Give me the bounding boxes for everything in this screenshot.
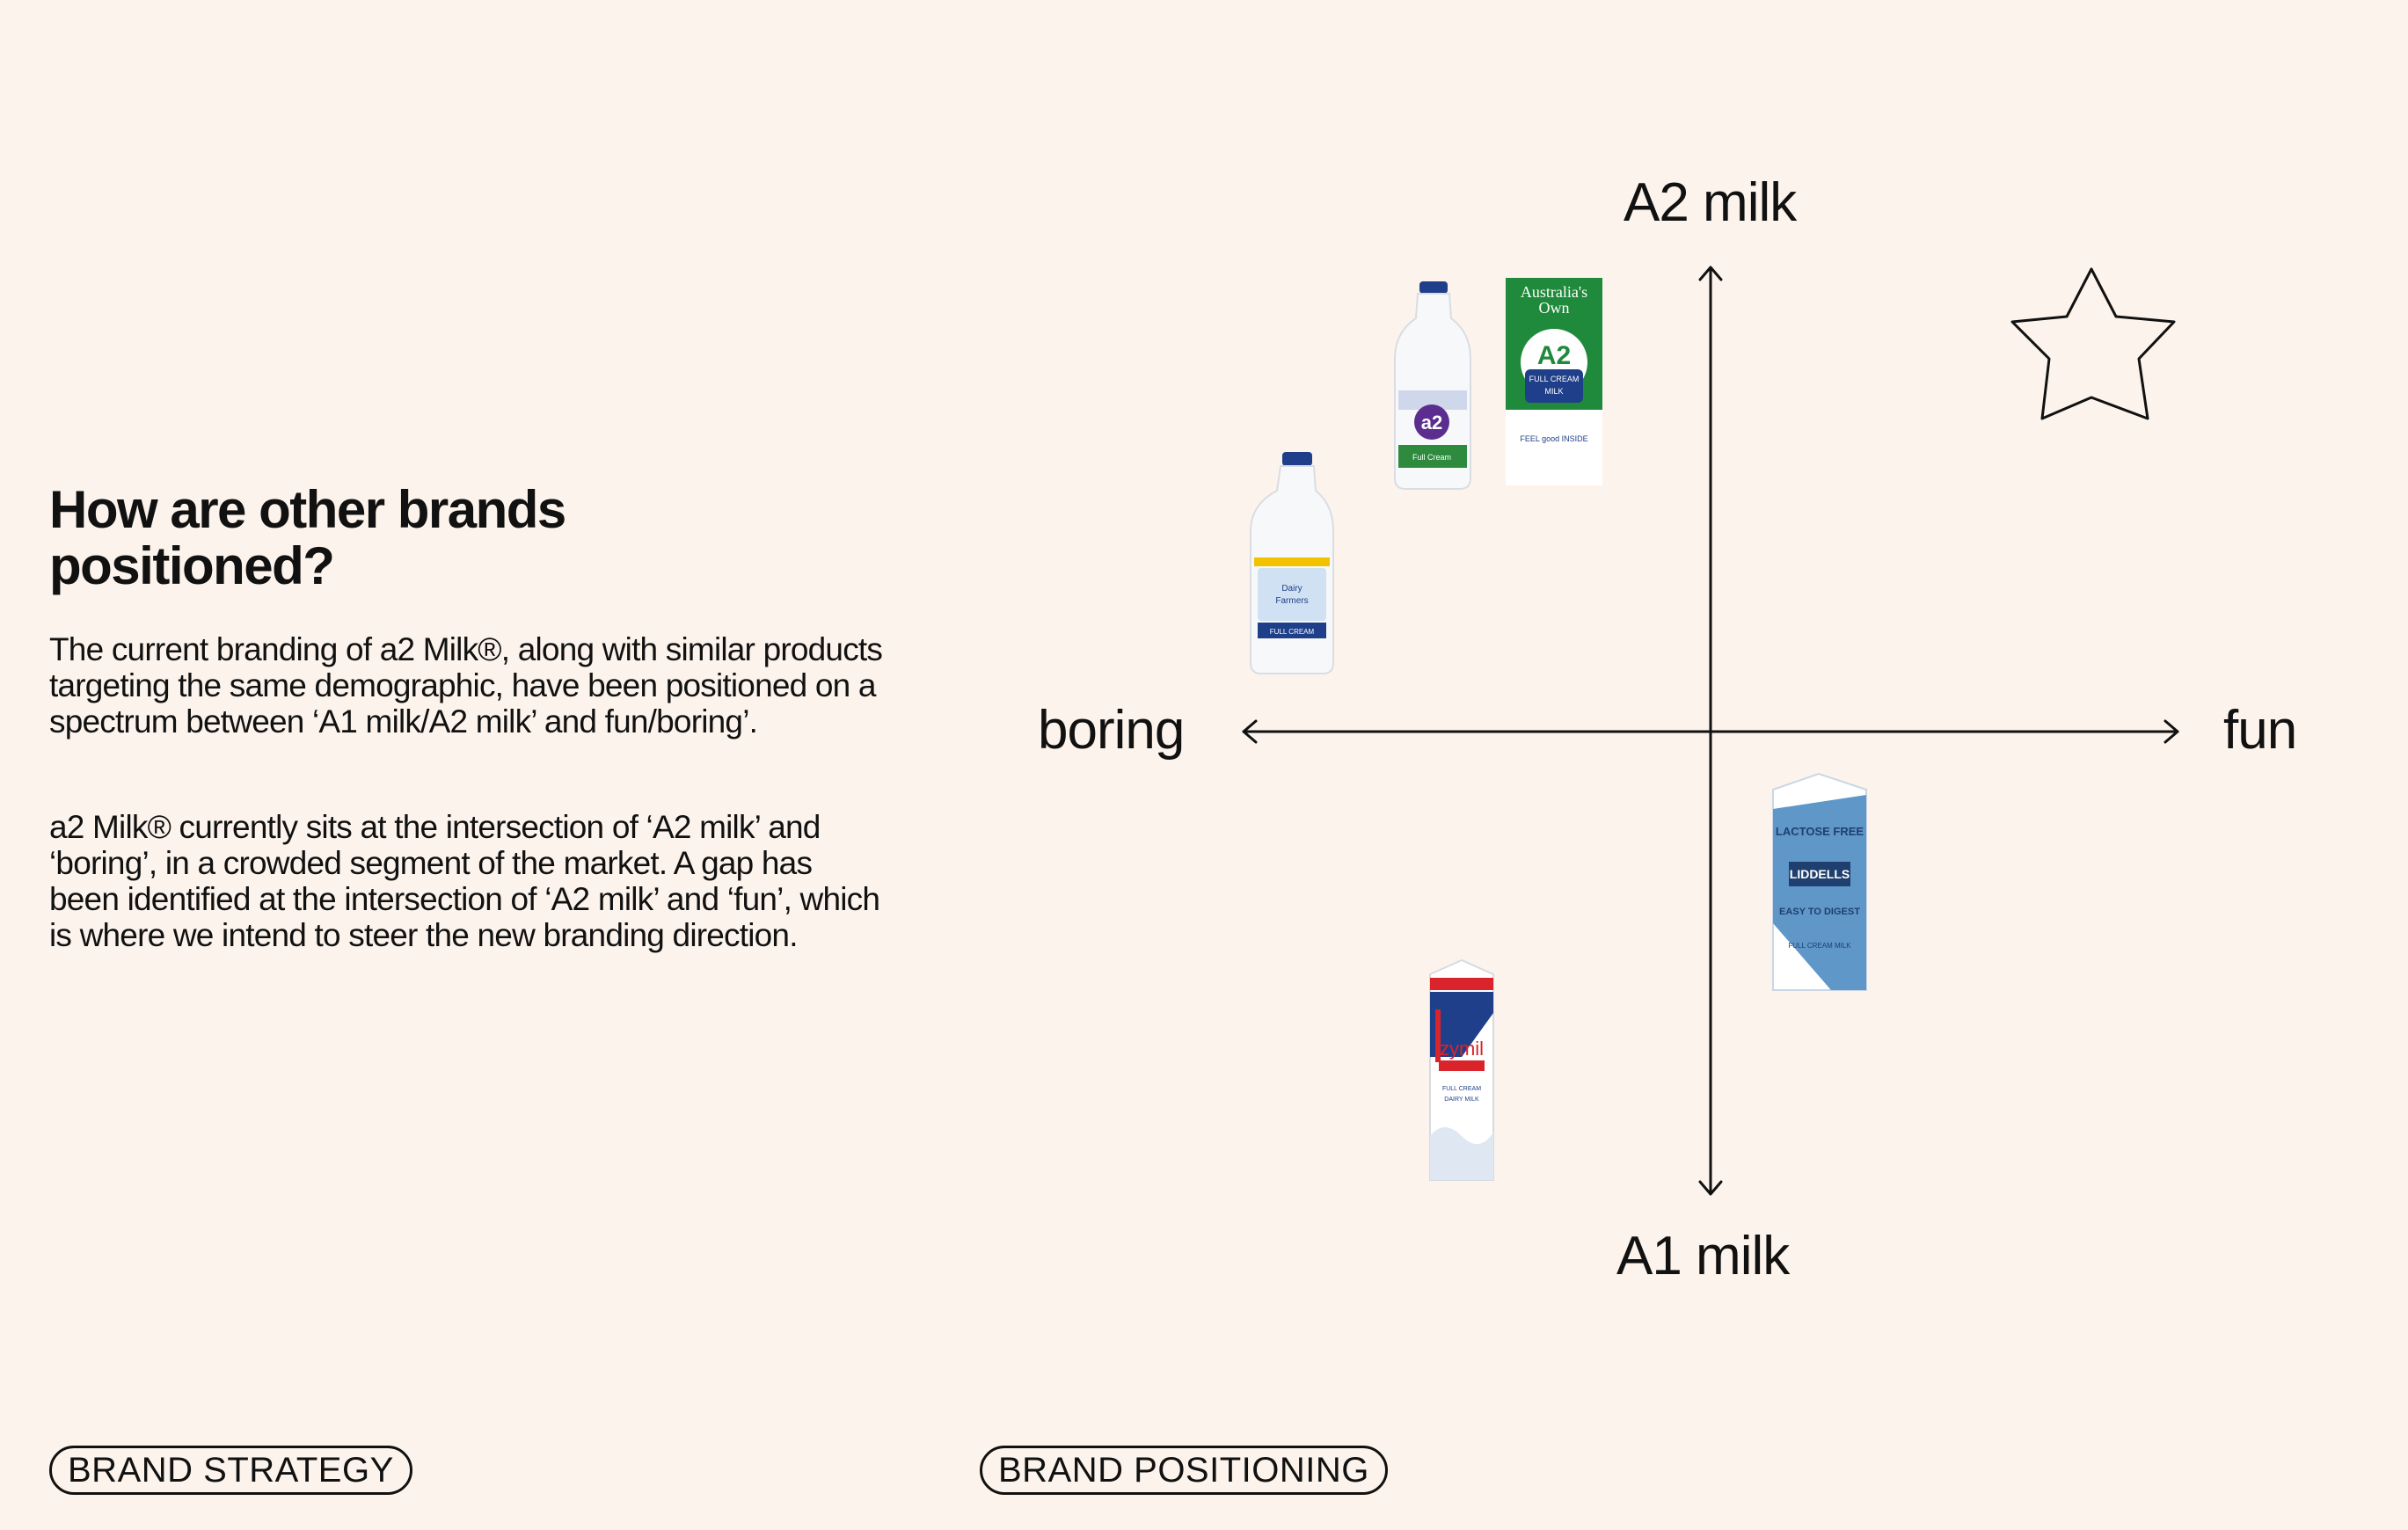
gap-paragraph: a2 Milk® currently sits at the intersect… (49, 809, 880, 953)
product-australias-own: Australia's Own A2 FULL CREAM MILK FEEL … (1506, 278, 1602, 485)
australias-own-tagline: FEEL good INSIDE (1520, 434, 1587, 443)
product-liddells: LACTOSE FREE LIDDELLS EASY TO DIGEST FUL… (1772, 772, 1867, 991)
axis-arrow-left-icon (1242, 719, 1258, 744)
axis-label-boring: boring (1038, 700, 1185, 761)
liddells-brand: LIDDELLS (1790, 867, 1850, 881)
zymil-label-2: DAIRY MILK (1444, 1096, 1479, 1103)
axes (1242, 266, 2179, 1196)
australias-own-brand-2: Own (1539, 299, 1570, 317)
zymil-label-1: FULL CREAM (1442, 1086, 1481, 1092)
brand-strategy-tag: BRAND STRATEGY (49, 1446, 412, 1495)
product-zymil: zymil FULL CREAM DAIRY MILK (1429, 958, 1494, 1181)
axis-arrow-right-icon (2164, 719, 2179, 744)
australias-own-logo: A2 (1537, 341, 1571, 370)
dairy-farmers-label-3: FULL CREAM (1270, 628, 1315, 636)
zymil-brand: zymil (1440, 1038, 1484, 1060)
star-icon (2010, 267, 2176, 420)
brand-positioning-tag: BRAND POSITIONING (980, 1446, 1388, 1495)
australias-own-label-2: MILK (1544, 387, 1563, 396)
axis-label-fun: fun (2223, 700, 2297, 761)
australias-own-label-1: FULL CREAM (1529, 375, 1580, 383)
liddells-label-1: LACTOSE FREE (1776, 825, 1864, 838)
axis-label-a1-milk: A1 milk (1616, 1226, 1790, 1286)
axis-arrow-up-icon (1698, 266, 1723, 281)
dairy-farmers-label-2: Farmers (1275, 596, 1308, 606)
page-heading: How are other brands positioned? (49, 480, 566, 595)
product-a2-bottle: a2 Full Cream (1394, 281, 1471, 490)
dairy-farmers-label-1: Dairy (1281, 584, 1302, 594)
liddells-label-3: FULL CREAM MILK (1788, 942, 1851, 950)
a2-bottle-label: Full Cream (1412, 453, 1451, 462)
intro-paragraph: The current branding of a2 Milk®, along … (49, 631, 883, 740)
axis-arrow-down-icon (1698, 1180, 1723, 1196)
product-dairy-farmers: Dairy Farmers FULL CREAM (1250, 452, 1334, 674)
australias-own-brand-1: Australia's (1521, 283, 1587, 301)
liddells-label-2: EASY TO DIGEST (1779, 907, 1860, 917)
a2-logo: a2 (1421, 412, 1442, 434)
axis-label-a2-milk: A2 milk (1624, 172, 1797, 233)
